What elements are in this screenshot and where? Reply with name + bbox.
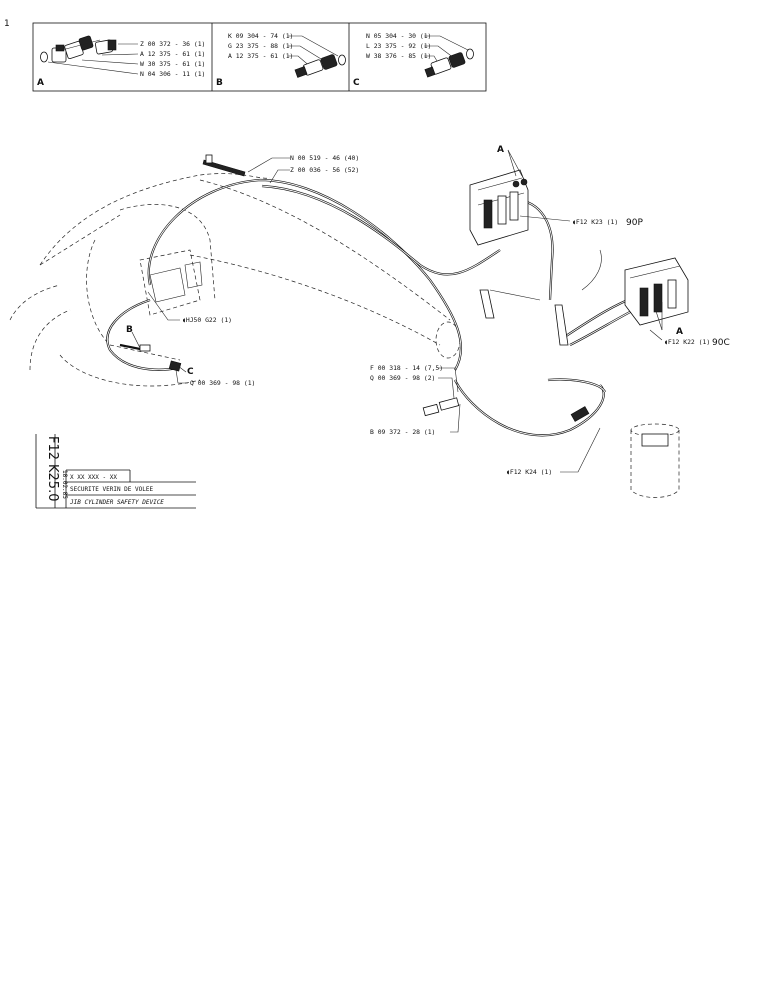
fitting-k24 [570, 406, 590, 422]
callout-b09372: B 09 372 - 28 (1) [370, 428, 435, 436]
part-ref-b-2: G 23 375 - 88 (1) [228, 42, 293, 50]
callout-f12k23-code: 90P [626, 218, 643, 228]
title-block: F12 K25.0 18.02.85 X XX XXX - XX SECURIT… [35, 434, 196, 509]
part-ref-a-2: A 12 375 - 61 (1) [140, 50, 205, 58]
tie-strap [202, 154, 246, 177]
part-ref-c-2: L 23 375 - 92 (1) [366, 42, 431, 50]
callout-q00369-left: Q 00 369 - 98 (1) [190, 379, 255, 387]
page-mark: 1 [4, 19, 10, 29]
callout-f12k24: ◖F12 K24 (1) [506, 468, 552, 476]
callout-q00369-right: Q 00 369 - 98 (2) [370, 374, 435, 382]
fitting-assembly-c [424, 48, 474, 78]
part-ref-c-3: W 38 376 - 85 (1) [366, 52, 431, 60]
fitting-b [139, 344, 151, 352]
control-valve-block-upper [469, 169, 529, 246]
detail-box-b: B K 09 304 - 74 (1) G 23 375 - 88 (1) A … [216, 32, 346, 88]
part-ref-a-1: Z 00 372 - 36 (1) [140, 40, 205, 48]
letter-a-right: A [676, 327, 683, 337]
callout-leaders [131, 149, 663, 473]
reference-number: X XX XXX - XX [70, 474, 117, 481]
title-english: JIB CYLINDER SAFETY DEVICE [69, 499, 164, 506]
callout-f00318: F 00 318 - 14 (7,5) [370, 364, 443, 372]
letter-c: C [187, 367, 194, 377]
detail-box-a: A Z 00 372 - 36 (1) A 12 375 - 61 (1) W … [37, 35, 205, 88]
letter-a-top: A [497, 145, 504, 155]
callout-f12k22: ◖F12 K22 (1) [664, 338, 710, 346]
detail-box-c-letter: C [353, 78, 360, 88]
page-code: K25.0 [45, 464, 60, 501]
callout-hj50: ◖HJ50 G22 (1) [182, 316, 232, 324]
pipe-bracket [479, 249, 602, 346]
group-code: F12 [45, 436, 60, 460]
part-ref-a-4: N 04 306 - 11 (1) [140, 70, 205, 78]
callout-n00519: N 00 519 - 46 (40) [290, 154, 359, 162]
fitting-assembly-b [294, 54, 346, 78]
detail-box-a-letter: A [37, 78, 44, 88]
part-ref-a-3: W 30 375 - 61 (1) [140, 60, 205, 68]
machine-outline [9, 173, 461, 387]
title-french: SECURITE VERIN DE VOLEE [70, 486, 153, 493]
detail-box-c: C N 05 304 - 30 (1) L 23 375 - 92 (1) W … [353, 32, 474, 88]
hose-routing [106, 178, 656, 437]
control-valve-block-right [624, 257, 689, 326]
callout-f12k22-code: 90C [712, 338, 730, 348]
callout-f12k23: ◖F12 K23 (1) [572, 218, 618, 226]
date: 18.02.85 [61, 470, 68, 499]
part-ref-b-1: K 09 304 - 74 (1) [228, 32, 293, 40]
part-ref-c-1: N 05 304 - 30 (1) [366, 32, 431, 40]
detail-box-b-letter: B [216, 78, 223, 88]
hydraulic-tank [630, 423, 680, 498]
fitting-f00318 [422, 397, 460, 417]
letter-b: B [126, 325, 133, 335]
callout-z00036: Z 00 036 - 56 (52) [290, 166, 359, 174]
detail-box-panel [32, 22, 487, 92]
fitting-assembly-a [40, 35, 117, 63]
part-ref-b-3: A 12 375 - 61 (1) [228, 52, 293, 60]
